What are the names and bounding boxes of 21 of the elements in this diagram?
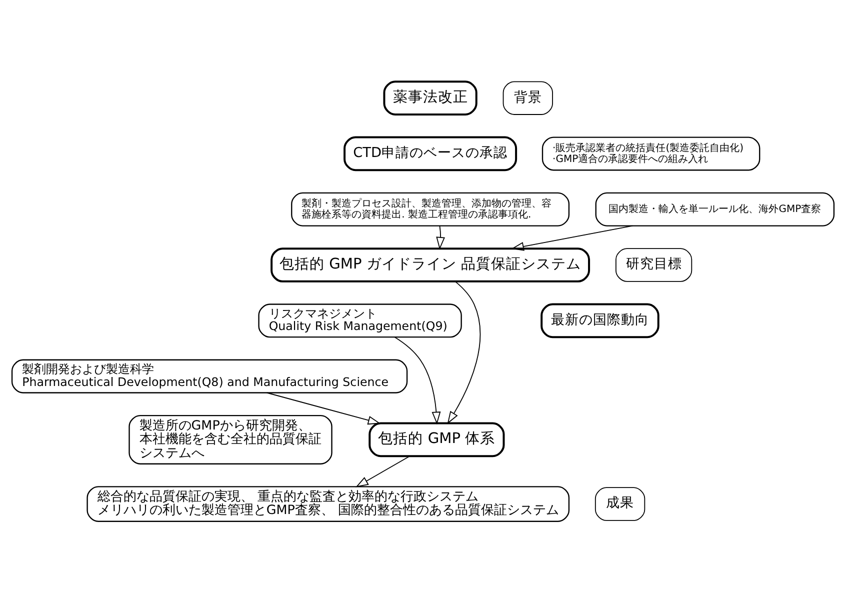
node-box: 製剤開発および製造科学 Pharmaceutical Development(Q8) and Manufacturing Science	[11, 359, 408, 394]
node-box: CTD申請のベースの承認	[344, 136, 518, 172]
node-box: ·販売承認業者の統括責任(製造委託自由化) ·GMP適合の承認要件への組み入れ	[542, 136, 760, 171]
arrow	[511, 225, 634, 251]
label: 研究目標	[626, 256, 682, 272]
node-box: 最新の国際動向	[540, 303, 660, 338]
node-box: 総合的な品質保証の実現、 重点的な監査と効率的な行政システム メリハリの利いた製造管理とGMP査察、 国際的整合性のある品質保証システム	[86, 486, 570, 522]
label: 成果	[606, 495, 634, 512]
arrow	[447, 281, 481, 424]
node-box: リスクマネジメント Quality Risk Management(Q9)	[258, 304, 462, 338]
arrow	[436, 225, 446, 250]
arrow	[266, 392, 381, 425]
arrow	[356, 456, 410, 488]
node-box: 薬事法改正	[383, 80, 478, 116]
node-box: 製剤・製造プロセス設計、製造管理、添加物の管理、容器施栓系等の資料提出. 製造工程管理の承認事項化.	[291, 192, 570, 226]
node-box: 製造所のGMPから研究開発、本社機能を含む全社的品質保証システムへ	[128, 414, 332, 464]
node-box: 国内製造・輸入を単一ルール化、海外GMP査察	[595, 192, 835, 226]
node-box: 包括的 GMP 体系	[368, 422, 505, 458]
node-box: 包括的 GMP ガイドライン 品質保証システム	[270, 248, 590, 282]
arrow	[394, 336, 441, 425]
label: 背景	[514, 89, 542, 106]
